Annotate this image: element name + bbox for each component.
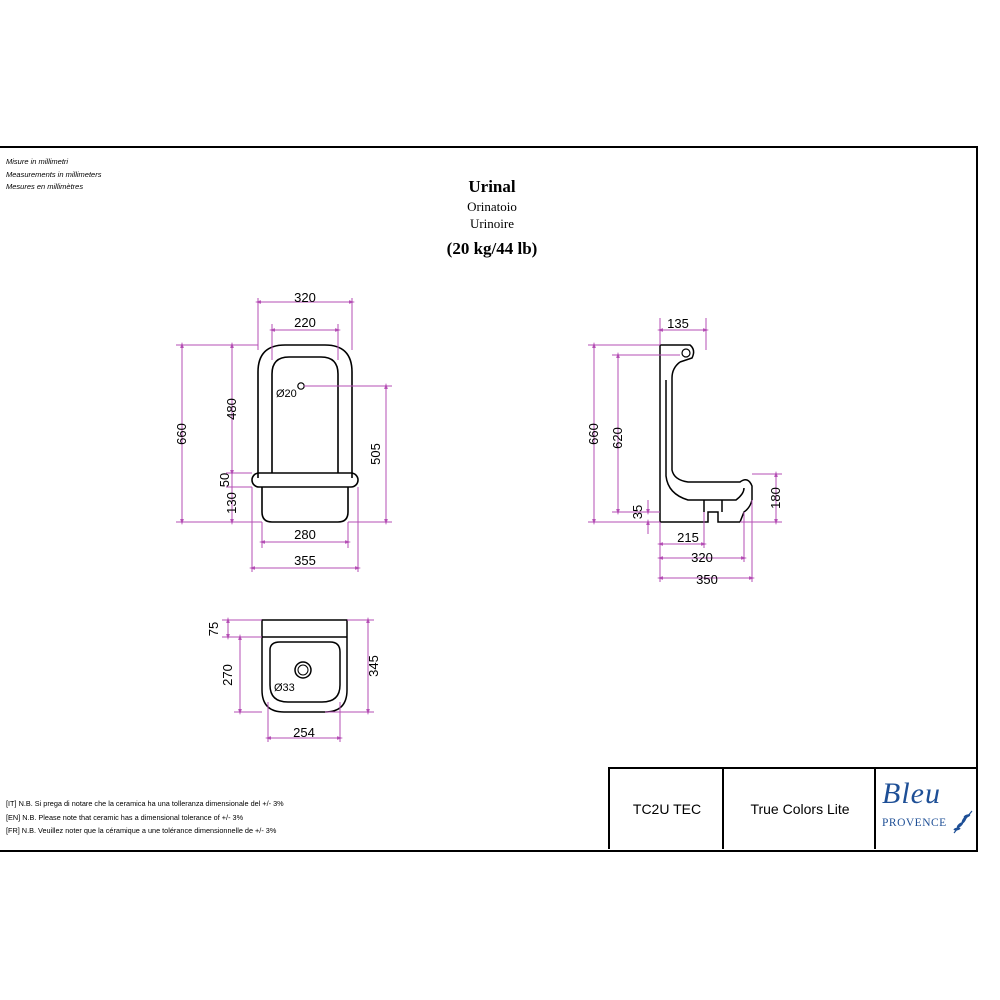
title-block-logo-cell: Bleu PROVENCE: [874, 767, 976, 849]
title-block-code-cell: TC2U TEC: [608, 767, 724, 849]
dim-side-top-depth: 135: [667, 316, 689, 331]
units-note: Misure in millimetri Measurements in mil…: [6, 156, 101, 194]
dim-side-height-total: 660: [586, 423, 601, 445]
side-labels: 135 660 620 35 180 215 320 350: [586, 316, 783, 587]
dim-front-height-side: 505: [368, 443, 383, 465]
units-it: Misure in millimetri: [6, 157, 69, 166]
dim-top-depth: 75: [206, 622, 221, 636]
front-labels: 320 220 660 480 Ø20 505 50 130 280 355: [174, 290, 383, 568]
frame-right-border: [976, 146, 978, 852]
collection-name: True Colors Lite: [750, 801, 850, 817]
front-inner-outline: [271, 356, 339, 473]
note-fr: [FR] N.B. Veuillez noter que la céramiqu…: [6, 826, 277, 835]
dim-side-depth-215: 215: [677, 530, 699, 545]
side-dimensions: [588, 318, 782, 582]
dim-front-height-total: 660: [174, 423, 189, 445]
product-code: TC2U TEC: [632, 801, 702, 817]
top-view-bowl: [269, 641, 341, 703]
front-base: [261, 487, 349, 523]
top-view: [261, 619, 348, 713]
dim-front-total-width: 355: [294, 553, 316, 568]
olive-branch-icon: [953, 810, 973, 834]
dim-top-bowl-width: 254: [293, 725, 315, 740]
front-view: [251, 344, 359, 523]
title-fr: Urinoire: [469, 216, 515, 231]
front-ledge: [251, 472, 359, 488]
brand-logo-script: Bleu: [882, 777, 941, 810]
units-en: Measurements in millimeters: [6, 169, 102, 179]
note-en: [EN] N.B. Please note that ceramic has a…: [6, 812, 244, 822]
title-main: Urinal: [468, 177, 516, 196]
dim-side-lip-height: 180: [768, 487, 783, 509]
dim-front-height-inner: 480: [224, 398, 239, 420]
frame-bottom-border: [0, 850, 976, 852]
drain-icon: [294, 661, 312, 679]
dim-top-drain: Ø33: [274, 682, 295, 694]
dim-side-bottom-offset: 35: [630, 505, 645, 519]
title-block: TC2U TEC True Colors Lite Bleu PROVENCE: [608, 767, 976, 851]
dim-top-bowl-depth: 270: [220, 664, 235, 686]
top-labels: 75 270 345 Ø33 254: [206, 622, 381, 740]
front-dimensions: [176, 298, 392, 572]
dim-side-depth-350: 350: [696, 572, 718, 587]
front-outline: [257, 344, 353, 478]
dim-front-ledge: 50: [217, 473, 232, 487]
top-dimensions: [222, 617, 374, 742]
dim-front-width-inner: 220: [294, 315, 316, 330]
title-block-collection-cell: True Colors Lite: [722, 767, 876, 849]
dim-front-hole: Ø20: [276, 388, 297, 400]
brand-logo-sub: PROVENCE: [882, 817, 947, 829]
title-it: Orinatoio: [467, 199, 517, 214]
units-fr: Mesures en millimètres: [6, 182, 84, 191]
side-view: [659, 344, 753, 523]
tolerance-notes: [IT] N.B. Si prega di notare che la cera…: [6, 797, 284, 838]
dim-side-height-inner: 620: [610, 427, 625, 449]
dim-side-depth-320: 320: [691, 550, 713, 565]
dim-front-width-outer: 320: [294, 290, 316, 305]
dim-front-base-width: 280: [294, 527, 316, 542]
dim-top-total-depth: 345: [366, 655, 381, 677]
front-hole-icon: [297, 382, 305, 390]
frame-top-border: [0, 146, 976, 148]
dim-front-base-height: 130: [224, 492, 239, 514]
title-weight: (20 kg/44 lb): [446, 239, 538, 258]
drawing-title: Urinal Orinatoio Urinoire (20 kg/44 lb): [342, 176, 642, 260]
note-it: [IT] N.B. Si prega di notare che la cera…: [6, 799, 284, 808]
